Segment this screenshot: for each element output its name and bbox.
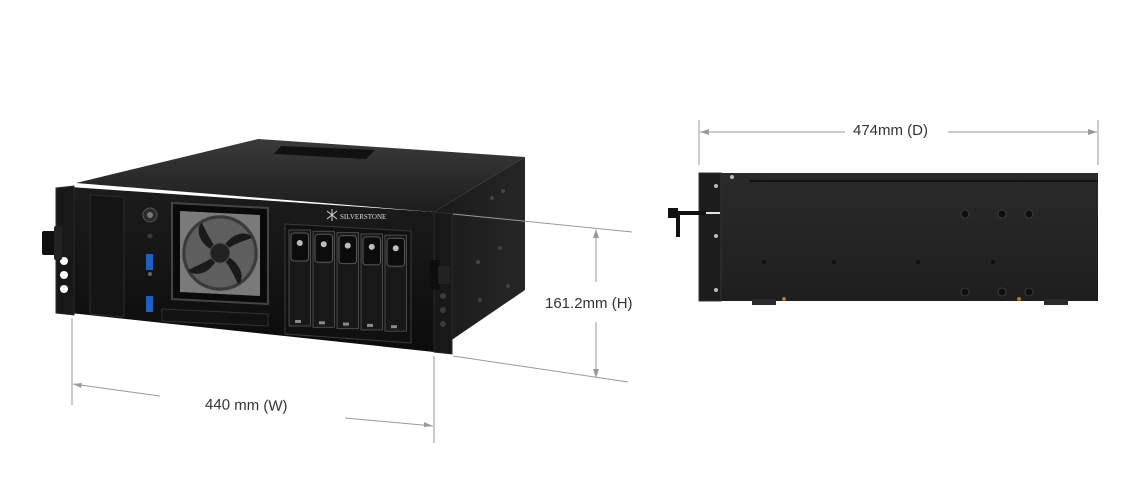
- width-label: 440 mm (W): [202, 396, 290, 416]
- fan-assembly: [171, 201, 269, 306]
- height-dimension: [452, 213, 633, 383]
- usb-port-2: [146, 296, 153, 312]
- right-rack-holes: [440, 293, 446, 327]
- drive-bay-4: [360, 233, 383, 331]
- front-isometric-unit: SILVERSTONE: [42, 139, 525, 355]
- brand-logo: SILVERSTONE: [326, 209, 386, 221]
- drive-bay-latch-icon: [320, 241, 327, 248]
- front-blank-panel: [89, 194, 125, 318]
- brand-label: SILVERSTONE: [340, 213, 386, 221]
- depth-label: 474mm (D): [851, 122, 931, 140]
- led-indicator: [148, 272, 152, 276]
- width-arrow-right: [424, 422, 433, 427]
- side-screws: [476, 189, 510, 302]
- side-small-holes: [762, 260, 995, 264]
- side-front-ear: [698, 172, 722, 302]
- side-mount-holes: [960, 209, 1034, 297]
- chassis-top: [76, 139, 525, 212]
- side-feet: [752, 299, 1068, 305]
- side-view-body: [699, 173, 1098, 301]
- height-label: 161.2mm (H): [543, 295, 635, 313]
- side-ear-screws: [714, 175, 734, 292]
- drive-bay-latch-icon: [296, 240, 303, 246]
- height-extension-bottom: [452, 355, 629, 383]
- top-vent: [274, 146, 375, 159]
- slim-bay: [161, 308, 269, 327]
- side-view-unit: [668, 172, 1098, 305]
- drive-bays: [288, 229, 407, 332]
- drive-bay-latch-icon: [392, 245, 399, 252]
- chassis-side: [434, 157, 525, 352]
- width-line-left: [72, 383, 161, 397]
- reset-button: [147, 233, 153, 239]
- drive-bay-latch-icon: [344, 242, 351, 249]
- drive-bay-2: [312, 230, 335, 328]
- power-button-icon: [142, 207, 158, 223]
- drive-bay-5: [384, 234, 407, 332]
- left-handle-icon: [42, 226, 62, 260]
- width-line-right: [344, 417, 434, 427]
- height-arrow-bottom: [593, 369, 599, 378]
- depth-arrow-right: [1088, 129, 1097, 135]
- fan-icon: [182, 215, 258, 291]
- left-rack-ear: [55, 185, 75, 316]
- depth-arrow-left: [700, 129, 709, 135]
- height-arrow-top: [593, 229, 599, 238]
- drive-bay-3: [336, 232, 359, 330]
- drive-bay-latch-icon: [368, 243, 375, 250]
- usb-port-1: [146, 254, 153, 270]
- drive-bay-1: [288, 229, 311, 327]
- width-dimension: [71, 318, 435, 443]
- depth-dimension: [698, 120, 1099, 165]
- right-handle-icon: [430, 260, 450, 290]
- usb-ports: [146, 254, 153, 312]
- left-rack-holes: [60, 257, 68, 293]
- height-extension-top: [452, 213, 633, 233]
- width-arrow-left: [73, 383, 82, 388]
- snowflake-logo-icon: [326, 209, 338, 221]
